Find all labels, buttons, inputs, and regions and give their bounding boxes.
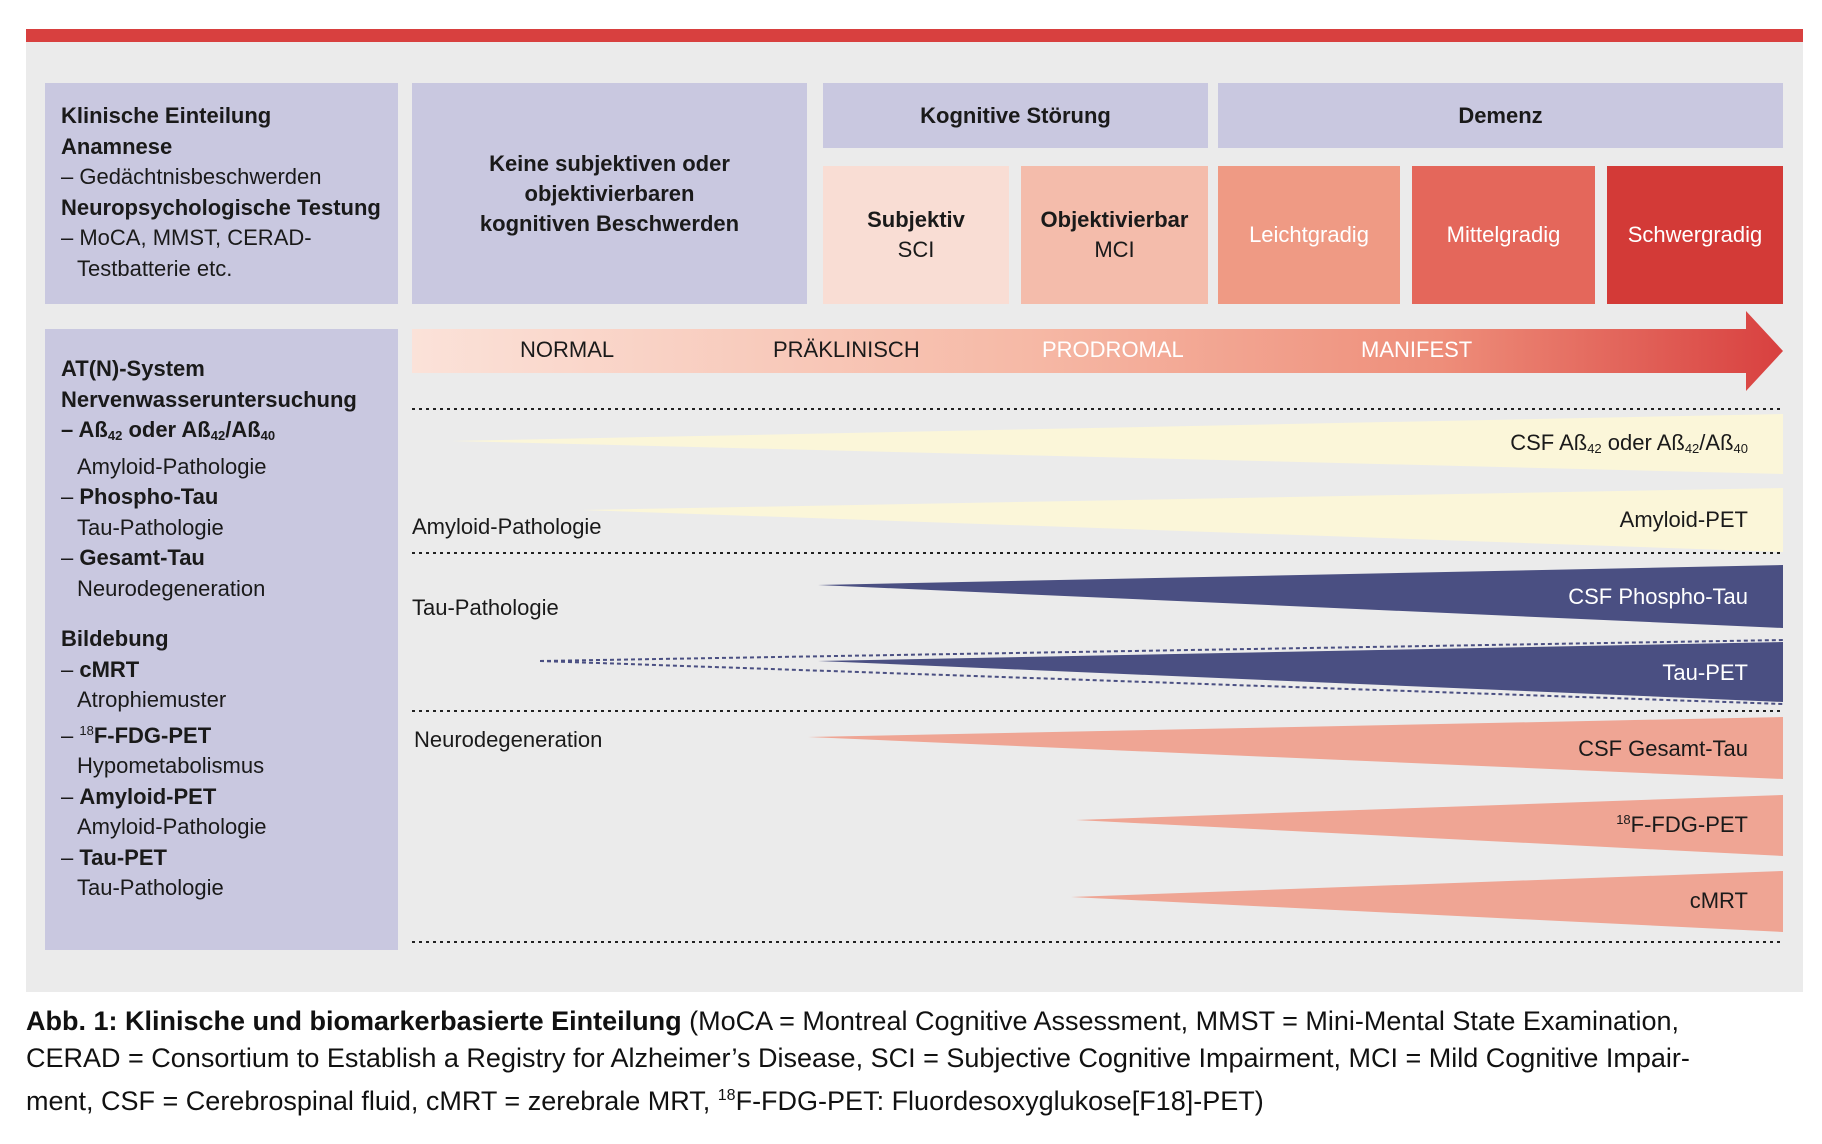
wedge-amyloid-pet	[582, 488, 1783, 552]
imaging-title: Bildebung	[61, 626, 169, 651]
row-label-amyloid: Amyloid-Pathologie	[412, 514, 602, 539]
no-complaints-box: Keine subjektiven oder objektivierbaren …	[412, 83, 807, 304]
mci-label: MCI	[1094, 237, 1135, 262]
anamnese-item: – Gedächtnisbeschwerden	[61, 164, 322, 189]
header-dementia: Demenz	[1218, 83, 1783, 148]
caption-line1: Abb. 1: Klinische und biomarkerbasierte …	[26, 1006, 1680, 1036]
objektivierbar-label: Objektivierbar	[1040, 207, 1189, 232]
clinical-title: Klinische Einteilung	[61, 103, 272, 128]
caption-line2: CERAD = Consortium to Establish a Regist…	[26, 1043, 1690, 1073]
wedge-label-csf-gesamt-tau: CSF Gesamt-Tau	[1578, 736, 1748, 761]
wedge-label-layer: CSF Aß42 oder Aß42/Aß40 Amyloid-PET CSF …	[1200, 0, 1748, 1144]
atn-item-abeta-desc: Amyloid-Pathologie	[77, 453, 267, 479]
disease-progression-arrow	[412, 311, 1783, 391]
imaging-item-amyloid-pet-desc: Amyloid-Pathologie	[77, 814, 267, 839]
atn-item-ptau: – Phospho-Tau	[61, 484, 219, 509]
imaging-item-fdg: – 18F-FDG-PET	[61, 722, 212, 748]
imaging-item-amyloid-pet: – Amyloid-PET	[61, 783, 217, 809]
neuro-testing-item: – MoCA, MMST, CERAD-	[61, 225, 312, 250]
stage-praeklinisch: PRÄKLINISCH	[773, 337, 920, 362]
severity-mittelgradig: Mittelgradig	[1412, 166, 1595, 304]
severity-schwergradig: Schwergradig	[1607, 166, 1783, 304]
row-label-tau: Tau-Pathologie	[412, 595, 559, 620]
header-dementia-label: Demenz	[1458, 102, 1543, 128]
top-accent-bar	[26, 29, 1803, 42]
csf-exam-title: Nervenwasseruntersuchung	[61, 386, 357, 412]
wedge-label-cmrt: cMRT	[1689, 888, 1748, 913]
atn-system-box: AT(N)-System Nervenwasseruntersuchung – …	[45, 329, 398, 950]
clinical-classification-box: Klinische Einteilung Anamnese – Gedächtn…	[45, 83, 398, 304]
imaging-item-cmrt-desc: Atrophiemuster	[77, 687, 227, 712]
wedge-label-tau-pet: Tau-PET	[1662, 660, 1748, 685]
wedge-csf-gesamt-tau	[808, 717, 1783, 779]
wedge-cmrt	[1071, 871, 1783, 932]
caption-line3: ment, CSF = Cerebrospinal fluid, cMRT = …	[26, 1086, 1264, 1116]
no-complaints-line3: kognitiven Beschwerden	[479, 210, 740, 236]
severity-leichtgradig: Leichtgradig	[1218, 166, 1400, 304]
atn-item-ttau: – Gesamt-Tau	[61, 545, 205, 570]
neuro-testing-item-cont: Testbatterie etc.	[77, 255, 233, 281]
stage-prodromal: PRODROMAL	[1042, 337, 1184, 362]
row-label-neuro: Neurodegeneration	[414, 727, 603, 752]
wedge-tau-pet	[818, 642, 1783, 702]
figure-caption: Abb. 1: Klinische und biomarkerbasierte …	[26, 1003, 1806, 1120]
caption-title: Abb. 1: Klinische und biomarkerbasierte …	[26, 1006, 682, 1036]
sci-label: SCI	[897, 237, 935, 262]
stage-normal: NORMAL	[520, 337, 615, 362]
severity-subjektiv-sci: Subjektiv SCI	[823, 166, 1009, 304]
wedge-fdg-pet	[1076, 795, 1783, 856]
imaging-item-tau-pet-desc: Tau-Pathologie	[77, 875, 224, 900]
atn-item-abeta: – Aß42 oder Aß42/Aß40	[61, 417, 276, 443]
wedge-csf-phospho-tau	[818, 565, 1783, 628]
atn-item-ptau-desc: Tau-Pathologie	[77, 514, 224, 540]
header-cognitive-impairment: Kognitive Störung	[823, 83, 1208, 148]
header-cognitive-label: Kognitive Störung	[920, 102, 1111, 128]
mittelgradig-label: Mittelgradig	[1446, 222, 1561, 247]
severity-objektivierbar-mci: Objektivierbar MCI	[1021, 166, 1208, 304]
atn-item-ttau-desc: Neurodegeneration	[77, 575, 266, 601]
stage-manifest: MANIFEST	[1361, 337, 1473, 362]
imaging-item-fdg-desc: Hypometabolismus	[77, 753, 265, 778]
no-complaints-line1: Keine subjektiven oder	[489, 150, 730, 176]
subjektiv-label: Subjektiv	[867, 207, 965, 232]
anamnese-heading: Anamnese	[61, 133, 173, 159]
wedge-label-csf-phospho-tau: CSF Phospho-Tau	[1568, 584, 1748, 609]
imaging-item-cmrt: – cMRT	[61, 656, 140, 682]
wedge-label-amyloid-pet: Amyloid-PET	[1619, 507, 1748, 532]
atn-title: AT(N)-System	[61, 356, 205, 381]
no-complaints-line2: objektivierbaren	[524, 180, 695, 206]
tau-pet-dashed-lower	[539, 660, 1784, 705]
leichtgradig-label: Leichtgradig	[1249, 222, 1369, 247]
imaging-item-tau-pet: – Tau-PET	[61, 844, 167, 870]
wedge-label-fdg-pet: 18F-FDG-PET	[1616, 812, 1748, 837]
wedge-label-csf-abeta: CSF Aß42 oder Aß42/Aß40	[1510, 430, 1748, 456]
schwergradig-label: Schwergradig	[1627, 222, 1763, 247]
neuro-testing-heading: Neuropsychologische Testung	[61, 194, 381, 220]
wedge-csf-abeta	[452, 414, 1783, 474]
